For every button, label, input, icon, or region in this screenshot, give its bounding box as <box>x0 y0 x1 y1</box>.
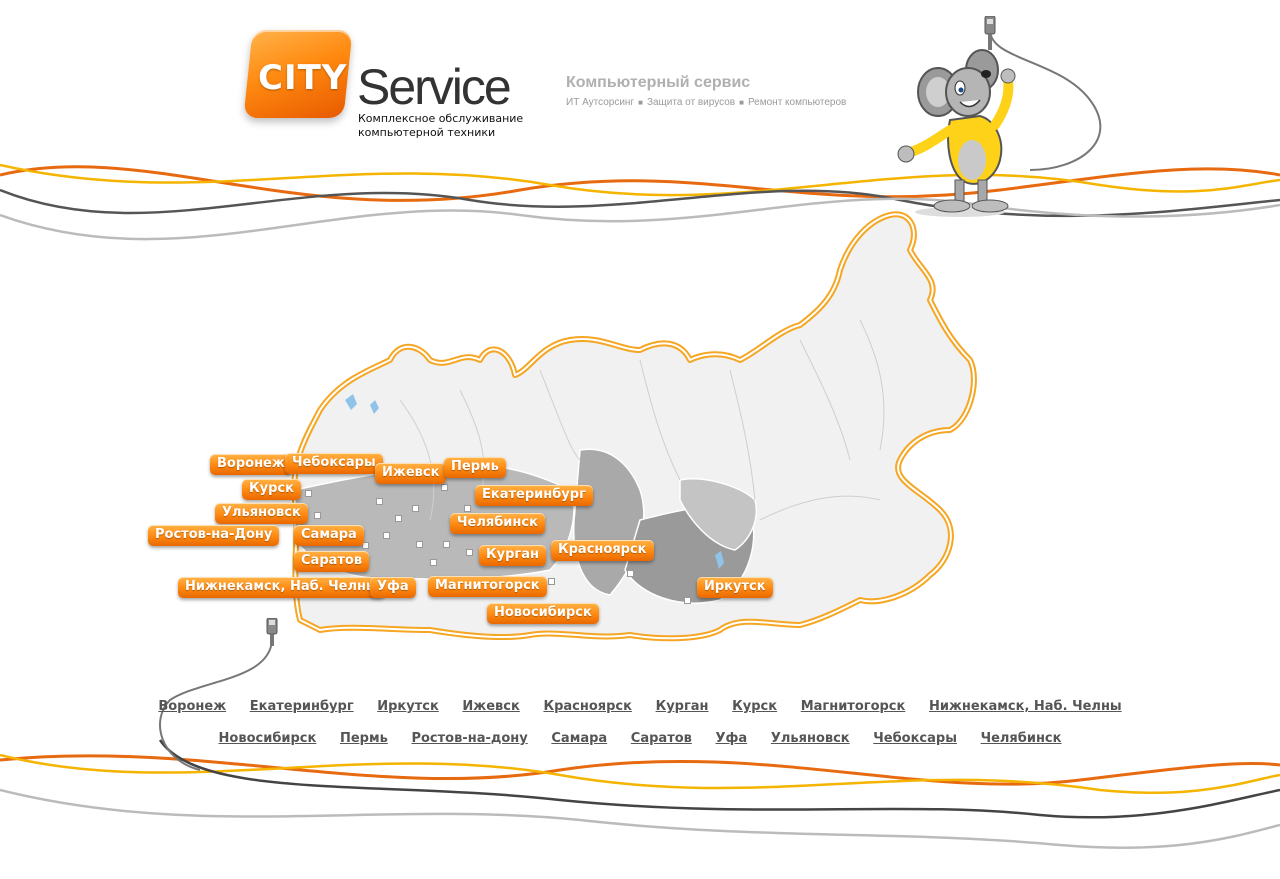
map-label-magnitogorsk[interactable]: Магнитогорск <box>428 576 547 597</box>
map-label-chelyabinsk[interactable]: Челябинск <box>450 513 545 534</box>
service-item: Ремонт компьютеров <box>747 97 847 108</box>
city-link[interactable]: Красноярск <box>543 699 632 714</box>
city-dot <box>466 549 473 556</box>
city-link[interactable]: Уфа <box>715 731 748 746</box>
logo-tagline-1: Комплексное обслуживание <box>358 112 524 125</box>
map-label-saratov[interactable]: Саратов <box>294 551 370 572</box>
city-link[interactable]: Новосибирск <box>218 731 317 746</box>
city-link[interactable]: Курск <box>732 699 778 714</box>
logo-tagline-2: компьютерной техники <box>358 126 496 139</box>
city-dot <box>443 541 450 548</box>
services-line: ИТ Аутсорсинг■Защита от вирусов■Ремонт к… <box>566 97 846 108</box>
map-label-kursk[interactable]: Курск <box>242 479 301 500</box>
map-label-samara[interactable]: Самара <box>294 525 364 546</box>
service-item: ИТ Аутсорсинг <box>566 97 635 108</box>
city-dot <box>684 597 691 604</box>
city-link[interactable]: Челябинск <box>980 731 1062 746</box>
city-link[interactable]: Самара <box>551 731 608 746</box>
city-dot <box>305 490 312 497</box>
network-cable-icon <box>266 618 278 646</box>
map-label-cheboksary[interactable]: Чебоксары <box>285 453 383 474</box>
city-dot <box>441 484 448 491</box>
map-label-novosibirsk[interactable]: Новосибирск <box>487 603 599 624</box>
map-label-ufa[interactable]: Уфа <box>370 577 416 598</box>
map-label-krasnoyarsk[interactable]: Красноярск <box>551 540 654 561</box>
separator-icon: ■ <box>638 98 643 107</box>
city-dot <box>416 541 423 548</box>
city-link[interactable]: Пермь <box>339 731 388 746</box>
city-link[interactable]: Ижевск <box>462 699 520 714</box>
city-dot <box>627 570 634 577</box>
city-link[interactable]: Воронеж <box>158 699 227 714</box>
city-link[interactable]: Екатеринбург <box>249 699 354 714</box>
logo-badge-text: CITY <box>258 58 348 98</box>
map-label-ulyanovsk[interactable]: Ульяновск <box>215 503 308 524</box>
map-label-kurgan[interactable]: Курган <box>479 545 546 566</box>
map-label-izhevsk[interactable]: Ижевск <box>375 463 447 484</box>
city-link[interactable]: Ульяновск <box>770 731 850 746</box>
mouse-mascot-icon <box>897 49 1016 217</box>
map-label-perm[interactable]: Пермь <box>444 457 506 478</box>
city-link[interactable]: Саратов <box>630 731 692 746</box>
separator-icon: ■ <box>739 98 744 107</box>
city-link[interactable]: Магнитогорск <box>800 699 906 714</box>
page-title: Компьютерный сервис <box>566 74 751 91</box>
city-dot <box>412 505 419 512</box>
map-label-voronezh[interactable]: Воронеж <box>210 454 292 475</box>
city-dot <box>314 512 321 519</box>
map-label-nizhnekamsk[interactable]: Нижнекамск, Наб. Челны <box>178 577 385 598</box>
map-label-rostov[interactable]: Ростов-на-Дону <box>148 525 280 546</box>
map-label-irkutsk[interactable]: Иркутск <box>697 577 773 598</box>
city-dot <box>464 505 471 512</box>
city-link[interactable]: Нижнекамск, Наб. Челны <box>928 699 1122 714</box>
city-link[interactable]: Чебоксары <box>873 731 957 746</box>
network-cable-icon <box>984 16 996 50</box>
city-links-row-1: Воронеж Екатеринбург Иркутск Ижевск Крас… <box>0 698 1280 714</box>
city-dot <box>362 542 369 549</box>
city-dot <box>383 532 390 539</box>
city-link[interactable]: Курган <box>655 699 709 714</box>
city-link[interactable]: Иркутск <box>377 699 439 714</box>
city-link[interactable]: Ростов-на-дону <box>411 731 528 746</box>
map-label-ekaterinburg[interactable]: Екатеринбург <box>475 485 593 506</box>
city-dot <box>548 578 555 585</box>
logo-wordmark: Service <box>357 59 512 115</box>
city-dot <box>395 515 402 522</box>
city-links-row-2: Новосибирск Пермь Ростов-на-дону Самара … <box>0 730 1280 746</box>
city-dot <box>376 498 383 505</box>
service-item: Защита от вирусов <box>646 97 736 108</box>
city-dot <box>430 559 437 566</box>
